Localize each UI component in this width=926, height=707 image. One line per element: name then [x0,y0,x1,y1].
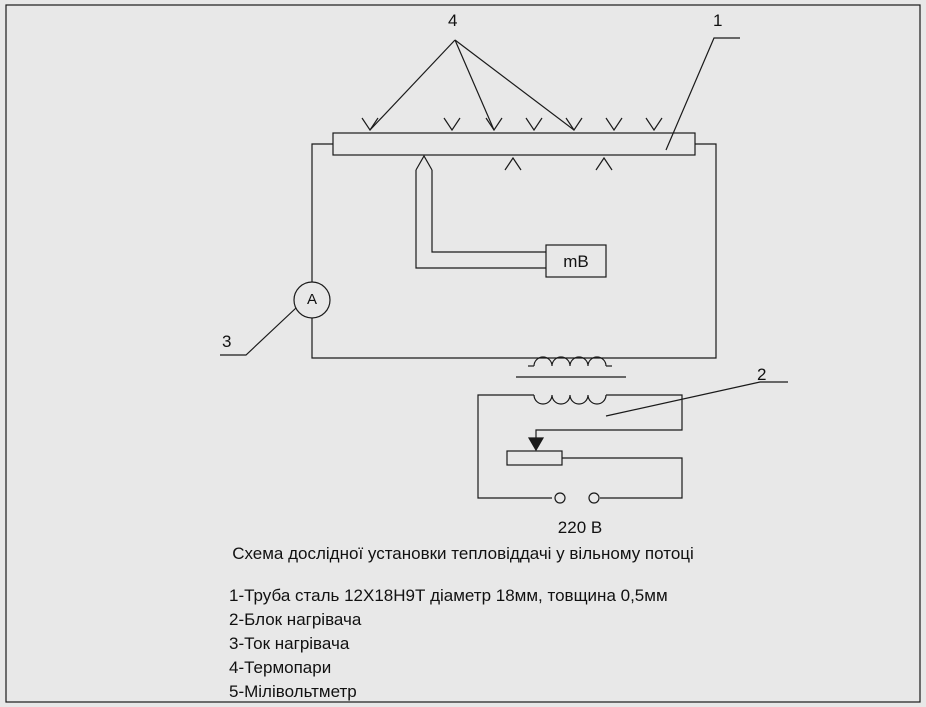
transformer [516,356,626,405]
ammeter-symbol [293,281,331,319]
legend-item: 5-Мілівольтметр [229,682,357,701]
diagram-caption: Схема дослідної установки тепловіддачі у… [232,544,694,563]
wire-sec-right [535,394,683,440]
mv-lead [415,154,546,269]
legend-list: 1-Труба сталь 12Х18Н9Т діаметр 18мм, тов… [229,584,668,704]
leader-3 [220,307,297,356]
tube [332,132,696,156]
label-thermocouples: 4 [448,11,458,30]
legend-item: 3-Ток нагрівача [229,634,350,653]
ammeter-letter: А [306,291,318,308]
rheostat-arrow [527,437,545,452]
millivoltmeter-box [545,244,607,278]
label-ammeter: 3 [222,332,232,351]
thermocouples-top [361,117,663,132]
leader-1 [665,37,740,151]
wire-sec-bottom [562,457,683,499]
millivoltmeter-label: mВ [563,252,589,271]
legend-item: 4-Термопари [229,658,332,677]
outer-frame [5,4,921,703]
rheostat [506,450,563,466]
legend-item: 1-Труба сталь 12Х18Н9Т діаметр 18мм, тов… [229,586,668,605]
leader-4 [369,39,575,131]
wire-left-top [311,143,333,282]
terminal-left [554,492,566,504]
label-tube: 1 [713,11,723,30]
terminal-right [588,492,600,504]
wire-loop [311,143,717,359]
voltage-label: 220 В [557,518,603,537]
legend-item: 2-Блок нагрівача [229,610,362,629]
leader-2 [605,381,788,417]
label-heater-block: 2 [757,365,767,384]
thermocouples-bottom [504,156,613,171]
wire-sec-left [477,394,552,499]
